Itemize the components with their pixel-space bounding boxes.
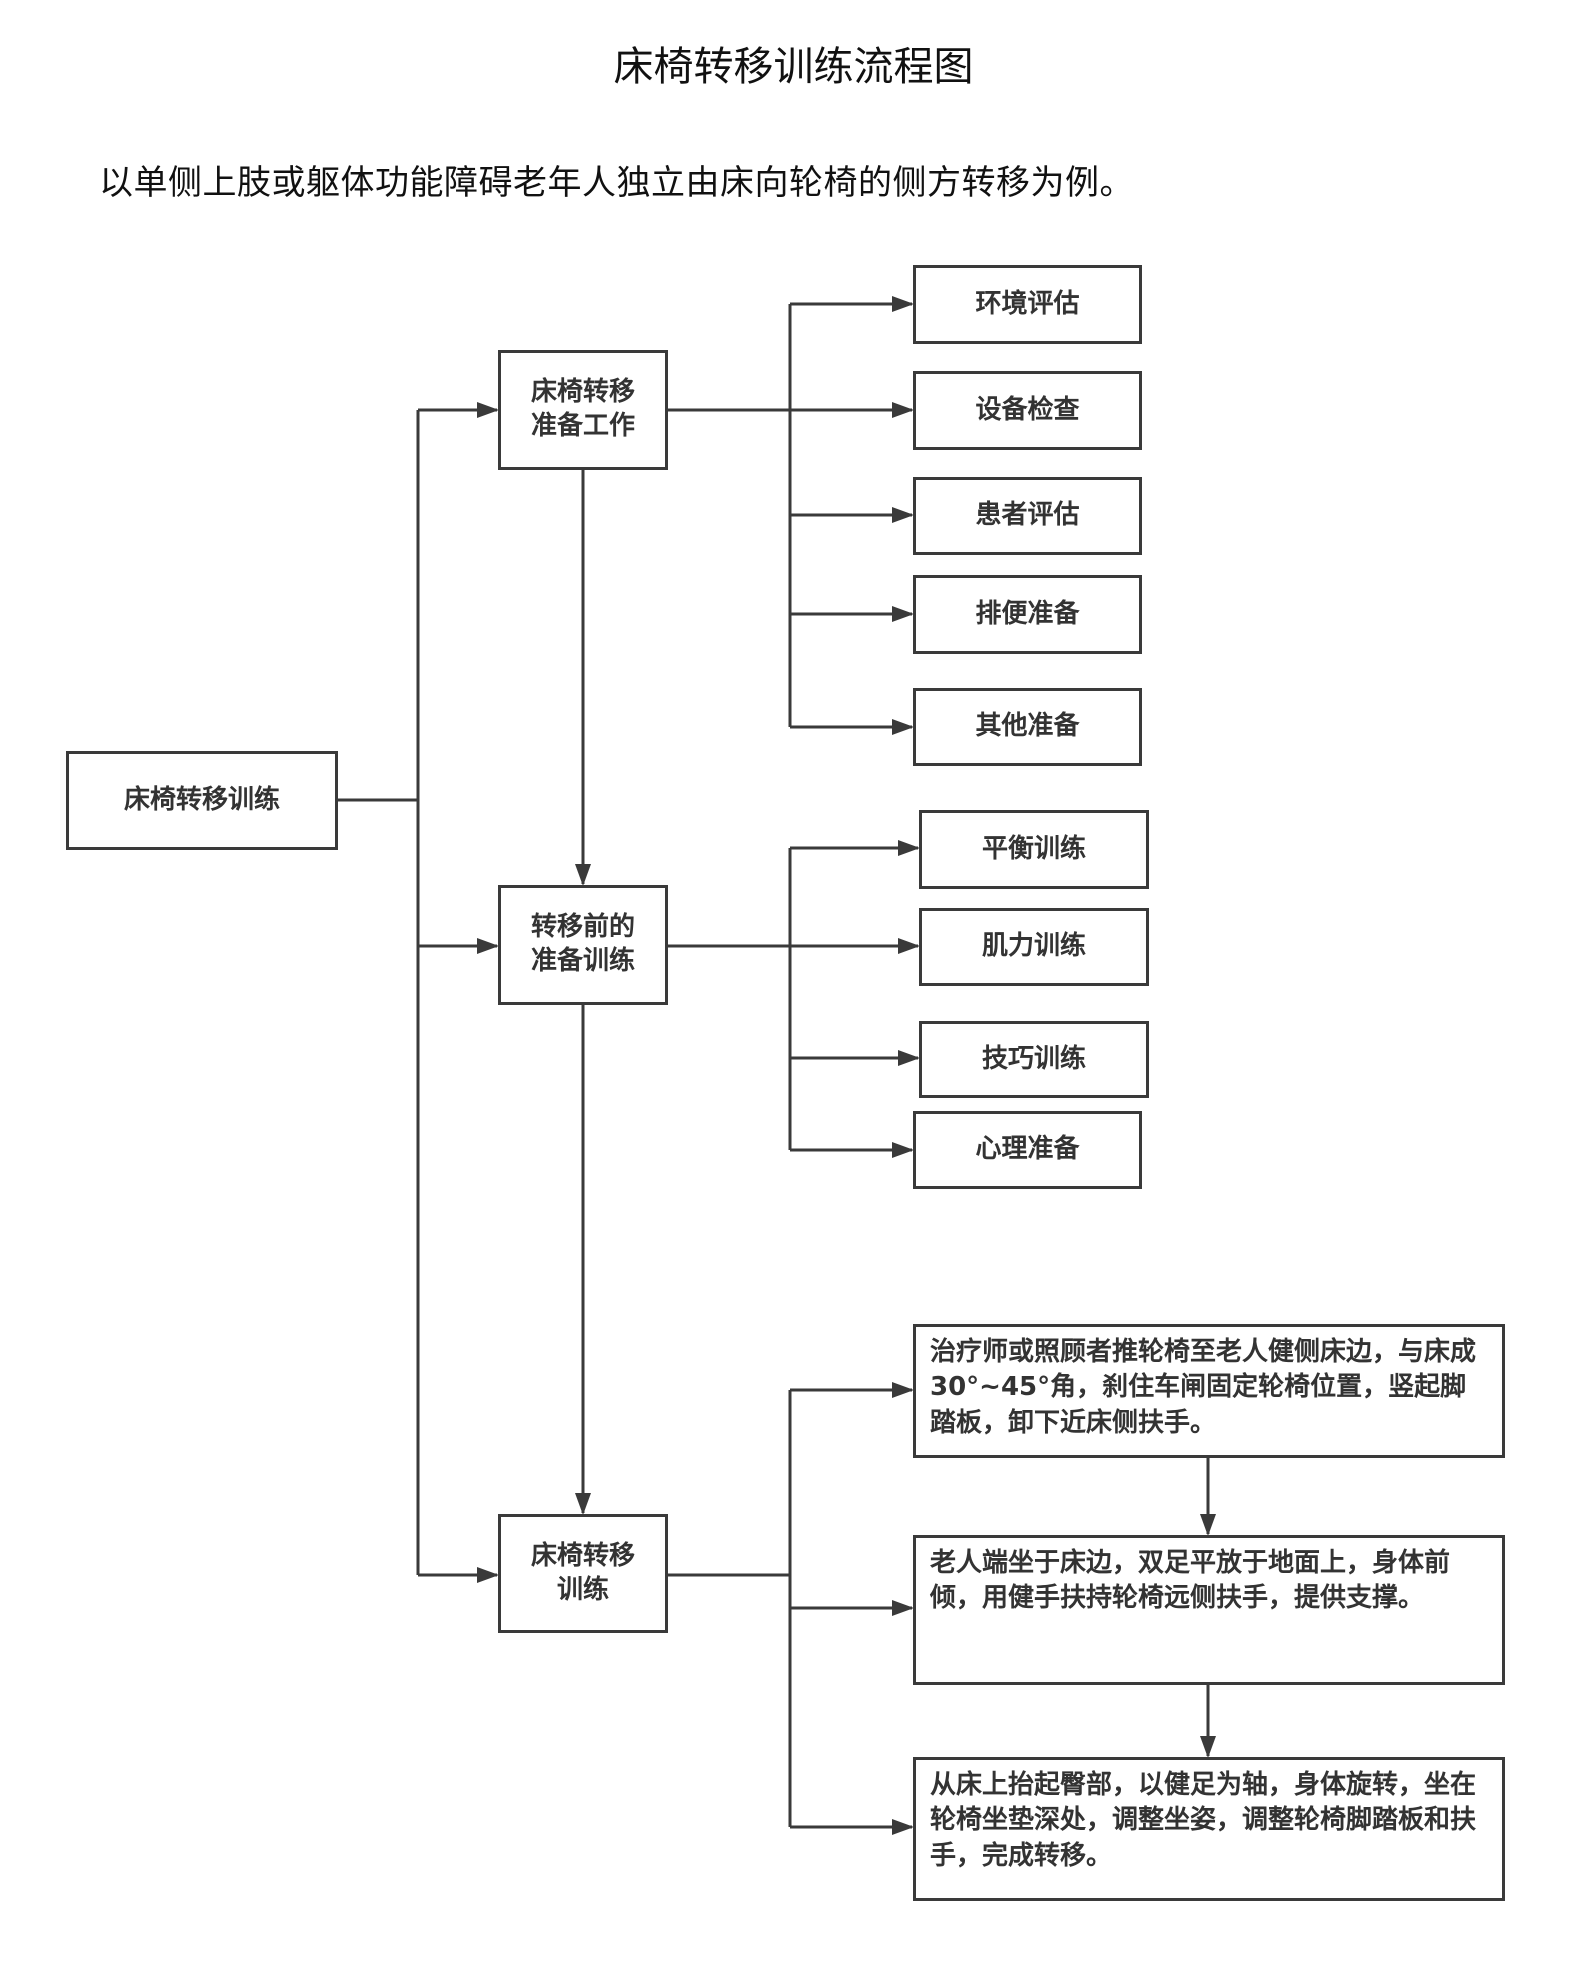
step-node-3: 从床上抬起臀部，以健足为轴，身体旋转，坐在轮椅坐垫深处，调整坐姿，调整轮椅脚踏板… xyxy=(913,1757,1505,1901)
node-label: 平衡训练 xyxy=(981,833,1086,864)
step-node-1: 治疗师或照顾者推轮椅至老人健侧床边，与床成30°~45°角，刹住车闸固定轮椅位置… xyxy=(913,1324,1505,1458)
node-toileting-preparation: 排便准备 xyxy=(913,575,1142,654)
node-label: 排便准备 xyxy=(975,598,1080,629)
stage-node-transfer-training: 床椅转移 训练 xyxy=(498,1514,668,1633)
root-node-label: 床椅转移训练 xyxy=(123,784,280,815)
node-equipment-check: 设备检查 xyxy=(913,371,1142,450)
stage-label: 床椅转移 训练 xyxy=(530,1540,635,1605)
page-title: 床椅转移训练流程图 xyxy=(613,44,974,90)
node-environment-assessment: 环境评估 xyxy=(913,265,1142,344)
node-label: 技巧训练 xyxy=(981,1043,1086,1074)
node-label: 环境评估 xyxy=(975,288,1080,319)
node-label: 肌力训练 xyxy=(981,931,1086,962)
subtitle: 以单侧上肢或躯体功能障碍老年人独立由床向轮椅的侧方转移为例。 xyxy=(99,163,1134,203)
node-skill-training: 技巧训练 xyxy=(919,1021,1149,1098)
node-strength-training: 肌力训练 xyxy=(919,908,1149,986)
node-label: 其他准备 xyxy=(975,711,1080,742)
node-patient-assessment: 患者评估 xyxy=(913,477,1142,555)
node-psychological-preparation: 心理准备 xyxy=(913,1111,1142,1189)
step-text: 治疗师或照顾者推轮椅至老人健侧床边，与床成30°~45°角，刹住车闸固定轮椅位置… xyxy=(930,1337,1477,1438)
step-text: 老人端坐于床边，双足平放于地面上，身体前倾，用健手扶持轮椅远侧扶手，提供支撑。 xyxy=(930,1548,1451,1614)
step-text: 从床上抬起臀部，以健足为轴，身体旋转，坐在轮椅坐垫深处，调整坐姿，调整轮椅脚踏板… xyxy=(930,1770,1477,1871)
stage-label: 转移前的 准备训练 xyxy=(530,912,635,976)
root-node: 床椅转移训练 xyxy=(66,751,338,850)
node-balance-training: 平衡训练 xyxy=(919,810,1149,889)
node-label: 患者评估 xyxy=(975,500,1080,531)
stage-node-preparation: 床椅转移 准备工作 xyxy=(498,350,668,470)
stage-label: 床椅转移 准备工作 xyxy=(530,377,635,441)
node-other-preparation: 其他准备 xyxy=(913,688,1142,766)
stage-node-pre-training: 转移前的 准备训练 xyxy=(498,885,668,1005)
node-label: 心理准备 xyxy=(975,1134,1080,1165)
node-label: 设备检查 xyxy=(975,394,1080,425)
step-node-2: 老人端坐于床边，双足平放于地面上，身体前倾，用健手扶持轮椅远侧扶手，提供支撑。 xyxy=(913,1535,1505,1685)
